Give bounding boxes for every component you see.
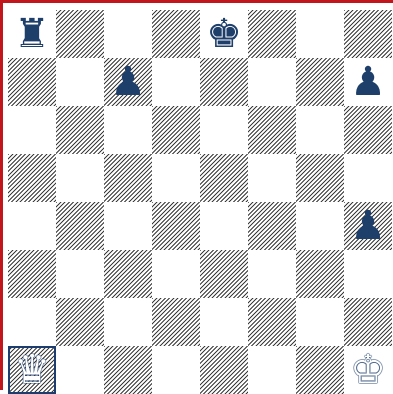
square-d1[interactable] [152, 346, 200, 394]
square-e8[interactable]: ♚ [200, 10, 248, 58]
square-d7[interactable] [152, 58, 200, 106]
square-g6[interactable] [296, 106, 344, 154]
square-f1[interactable] [248, 346, 296, 394]
square-e4[interactable] [200, 202, 248, 250]
square-d4[interactable] [152, 202, 200, 250]
square-a5[interactable] [8, 154, 56, 202]
square-e5[interactable] [200, 154, 248, 202]
square-f4[interactable] [248, 202, 296, 250]
square-f3[interactable] [248, 250, 296, 298]
square-h3[interactable] [344, 250, 392, 298]
square-b2[interactable] [56, 298, 104, 346]
square-c1[interactable] [104, 346, 152, 394]
square-d3[interactable] [152, 250, 200, 298]
square-d6[interactable] [152, 106, 200, 154]
square-g1[interactable] [296, 346, 344, 394]
square-g8[interactable] [296, 10, 344, 58]
square-b7[interactable] [56, 58, 104, 106]
square-a3[interactable] [8, 250, 56, 298]
white-queen-icon[interactable]: ♛ [8, 346, 56, 394]
square-g2[interactable] [296, 298, 344, 346]
square-f5[interactable] [248, 154, 296, 202]
black-pawn-icon[interactable]: ♟ [344, 202, 392, 250]
square-e7[interactable] [200, 58, 248, 106]
square-d5[interactable] [152, 154, 200, 202]
square-c8[interactable] [104, 10, 152, 58]
square-a2[interactable] [8, 298, 56, 346]
black-pawn-icon[interactable]: ♟ [344, 58, 392, 106]
square-a1[interactable]: ♛ [8, 346, 56, 394]
square-f8[interactable] [248, 10, 296, 58]
square-h7[interactable]: ♟ [344, 58, 392, 106]
square-c3[interactable] [104, 250, 152, 298]
square-a7[interactable] [8, 58, 56, 106]
square-c2[interactable] [104, 298, 152, 346]
square-f2[interactable] [248, 298, 296, 346]
square-h4[interactable]: ♟ [344, 202, 392, 250]
square-h6[interactable] [344, 106, 392, 154]
square-e6[interactable] [200, 106, 248, 154]
square-c4[interactable] [104, 202, 152, 250]
black-king-icon[interactable]: ♚ [200, 10, 248, 58]
square-g7[interactable] [296, 58, 344, 106]
white-king-icon[interactable]: ♚ [344, 346, 392, 394]
square-a4[interactable] [8, 202, 56, 250]
square-e2[interactable] [200, 298, 248, 346]
square-h2[interactable] [344, 298, 392, 346]
square-c5[interactable] [104, 154, 152, 202]
square-h5[interactable] [344, 154, 392, 202]
square-g5[interactable] [296, 154, 344, 202]
square-c6[interactable] [104, 106, 152, 154]
black-rook-icon[interactable]: ♜ [8, 10, 56, 58]
square-c7[interactable]: ♟ [104, 58, 152, 106]
square-f6[interactable] [248, 106, 296, 154]
square-b8[interactable] [56, 10, 104, 58]
square-f7[interactable] [248, 58, 296, 106]
square-a8[interactable]: ♜ [8, 10, 56, 58]
square-g3[interactable] [296, 250, 344, 298]
square-h8[interactable] [344, 10, 392, 58]
square-d8[interactable] [152, 10, 200, 58]
square-b1[interactable] [56, 346, 104, 394]
square-b4[interactable] [56, 202, 104, 250]
square-b5[interactable] [56, 154, 104, 202]
square-g4[interactable] [296, 202, 344, 250]
square-a6[interactable] [8, 106, 56, 154]
square-b3[interactable] [56, 250, 104, 298]
square-d2[interactable] [152, 298, 200, 346]
square-e1[interactable] [200, 346, 248, 394]
black-pawn-icon[interactable]: ♟ [104, 58, 152, 106]
square-h1[interactable]: ♚ [344, 346, 392, 394]
square-b6[interactable] [56, 106, 104, 154]
chess-board[interactable]: ♜ ♚ ♟ ♟ ♟ ♛ ♚ [8, 10, 392, 394]
square-e3[interactable] [200, 250, 248, 298]
